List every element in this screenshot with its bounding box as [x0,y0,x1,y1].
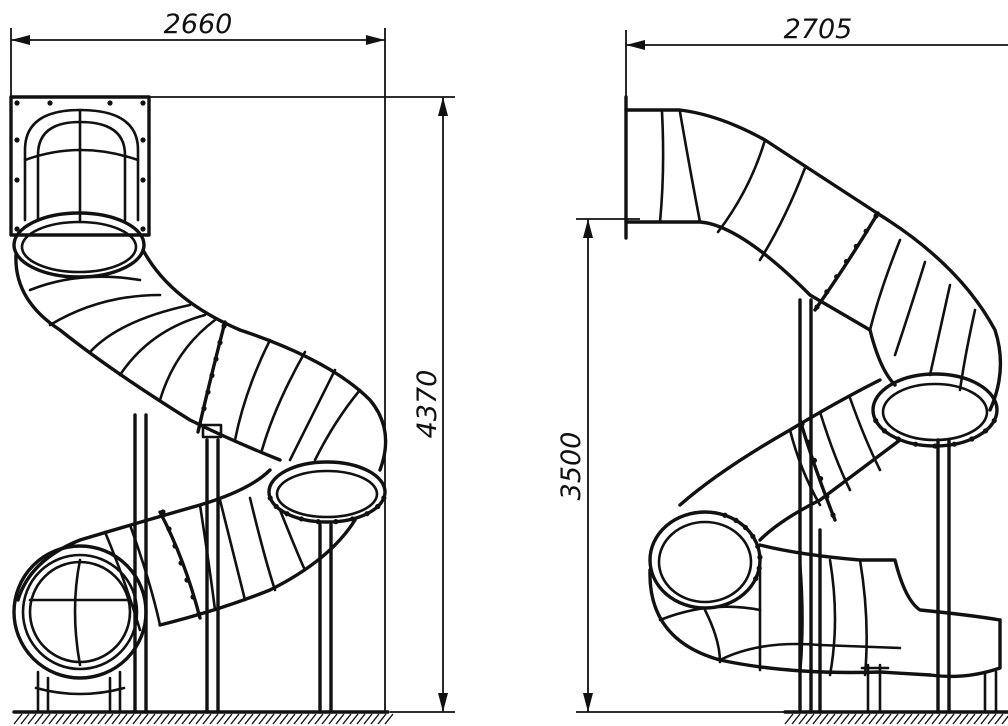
left-dimensions: 2660 4370 [10,9,455,713]
right-height-label: 3500 [556,432,587,501]
left-ground-hatch [13,713,394,725]
left-height-label: 4370 [412,370,443,439]
right-width-label: 2705 [784,14,853,45]
right-dimensions: 2705 3500 [556,14,1008,713]
entry-platform-panel [9,95,151,237]
left-width-label: 2660 [164,9,233,40]
left-view-slide [9,95,394,725]
right-view-slide [624,95,1008,725]
right-ground-hatch [784,713,1008,725]
